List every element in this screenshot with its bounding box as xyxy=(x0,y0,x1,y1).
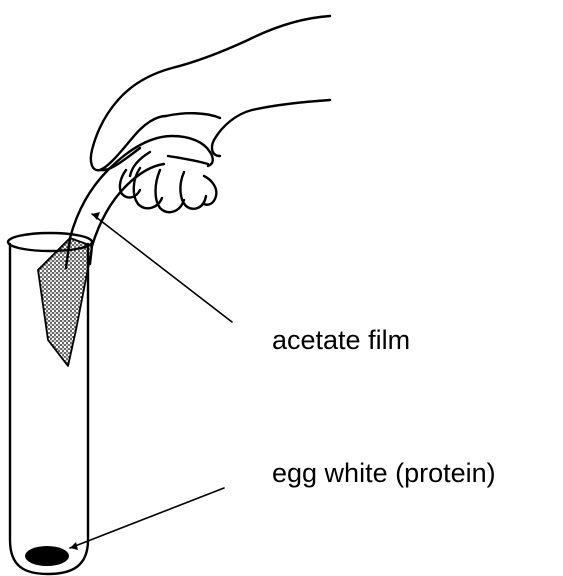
protein-coated-film-tip xyxy=(38,238,92,366)
acetate-film-leader-line xyxy=(92,214,232,322)
acetate-film-label: acetate film xyxy=(272,327,410,354)
egg-white-label: egg white (protein) xyxy=(272,460,496,487)
egg-white-sample xyxy=(25,546,69,566)
egg-white-arrowhead xyxy=(70,542,78,550)
fingers xyxy=(120,168,216,212)
egg-white-leader-line xyxy=(70,488,224,548)
